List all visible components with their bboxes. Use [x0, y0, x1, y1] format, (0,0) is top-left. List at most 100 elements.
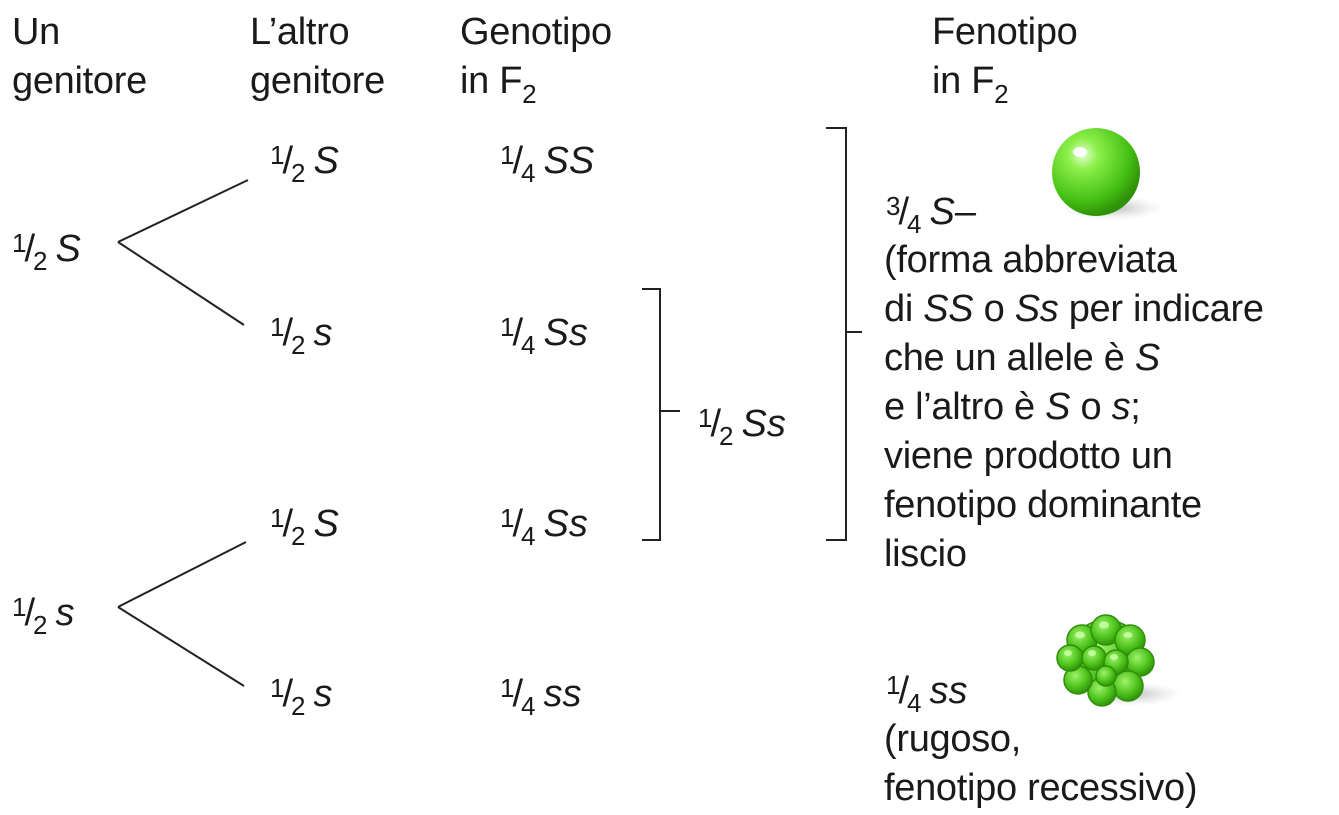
fraction-numerator: 1 [270, 311, 285, 342]
allele-label: S [313, 503, 339, 545]
fraction-numerator: 1 [886, 669, 901, 700]
genotype-label: Ss [543, 312, 588, 354]
fraction-numerator: 1 [270, 672, 285, 703]
fraction-numerator: 1 [12, 227, 27, 258]
allele-label: S [313, 140, 339, 182]
bracket-heterozygotes [642, 288, 661, 541]
smooth-pea-icon [1052, 128, 1164, 220]
header-parent2-line2: genitore [250, 60, 385, 102]
text-fragment: ; [1130, 386, 1141, 428]
pea-highlights [1064, 621, 1133, 660]
fraction-denominator: 4 [521, 521, 536, 552]
fraction-denominator: 2 [719, 421, 734, 452]
header-genotype-line1: Genotipo [460, 11, 612, 53]
allele-italic: S [1045, 386, 1071, 428]
fraction-numerator: 1 [12, 591, 27, 622]
fraction-numerator: 1 [500, 311, 515, 342]
fraction-slash: / [512, 673, 524, 715]
wrinkled-pea-icon [1056, 614, 1182, 707]
fraction-slash: / [512, 503, 524, 545]
header-parent1-line1: Un [12, 11, 60, 53]
description-line: (rugoso, [884, 718, 1022, 760]
fraction-numerator: 1 [698, 402, 713, 433]
fraction-denominator: 4 [907, 209, 922, 240]
fraction-denominator: 2 [291, 521, 306, 552]
fraction-denominator: 2 [291, 691, 306, 722]
text-fragment: per indicare [1058, 288, 1264, 330]
header-genotype-text: in F [460, 60, 523, 102]
fraction-slash: / [512, 140, 524, 182]
text-fragment: o [973, 288, 1015, 330]
description-line: che un allele è S [884, 334, 1264, 383]
genotype-italic: SS [923, 288, 974, 330]
header-phenotype-line2: in F2 [932, 57, 1077, 109]
text-fragment: o [1070, 386, 1112, 428]
fraction-denominator: 2 [291, 158, 306, 189]
description-line: e l’altro è S o s; [884, 383, 1264, 432]
genotype-label: SS [543, 140, 595, 182]
description-line: fenotipo recessivo) [884, 767, 1198, 809]
fraction-slash: / [898, 670, 910, 712]
fraction-slash: / [898, 191, 910, 233]
header-phenotype-text: in F [932, 60, 995, 102]
recessive-phenotype-description: (rugoso, fenotipo recessivo) [884, 715, 1198, 813]
pea-body [1056, 614, 1155, 707]
allele-italic: s [1111, 386, 1131, 428]
fraction-numerator: 1 [500, 139, 515, 170]
fraction-numerator: 1 [270, 502, 285, 533]
genotype-label: ss [929, 670, 968, 712]
branch-line-S-s [117, 241, 245, 326]
branch-line-s-S [117, 541, 247, 608]
branch-line-s-s [117, 606, 245, 687]
genotype-italic: Ss [1014, 288, 1059, 330]
fraction-slash: / [710, 403, 722, 445]
fraction-numerator: 1 [270, 139, 285, 170]
description-line: liscio [884, 533, 967, 575]
fraction-denominator: 4 [907, 688, 922, 719]
header-parent1-line2: genitore [12, 60, 147, 102]
genotype-label: Ss [741, 403, 786, 445]
fraction-denominator: 4 [521, 158, 536, 189]
fraction-denominator: 2 [33, 610, 48, 641]
genotype-label: Ss [543, 503, 588, 545]
fraction-denominator: 4 [521, 691, 536, 722]
fraction-slash: / [282, 312, 294, 354]
text-fragment: di [884, 288, 924, 330]
header-genotype-line2: in F2 [460, 57, 612, 109]
bracket-dominant [826, 127, 847, 541]
description-line: fenotipo dominante [884, 484, 1202, 526]
header-parent2: L’altro genitore [250, 8, 385, 106]
fraction-denominator: 2 [291, 330, 306, 361]
allele-label: s [313, 673, 333, 715]
allele-label: s [313, 312, 333, 354]
allele-label: s [55, 592, 75, 634]
fraction-numerator: 1 [500, 502, 515, 533]
fraction-slash: / [512, 312, 524, 354]
header-phenotype-line1: Fenotipo [932, 11, 1078, 53]
genotype-label: ss [543, 673, 582, 715]
description-line: viene prodotto un [884, 435, 1173, 477]
genotype-label: S– [929, 191, 976, 233]
header-genotype: Genotipo in F2 [460, 8, 612, 109]
fraction-slash: / [282, 503, 294, 545]
header-parent2-line1: L’altro [250, 11, 350, 53]
allele-italic: S [1134, 337, 1160, 379]
fraction-numerator: 3 [886, 190, 901, 221]
fraction-slash: / [282, 140, 294, 182]
header-phenotype-subscript: 2 [994, 79, 1009, 109]
fraction-slash: / [24, 228, 36, 270]
